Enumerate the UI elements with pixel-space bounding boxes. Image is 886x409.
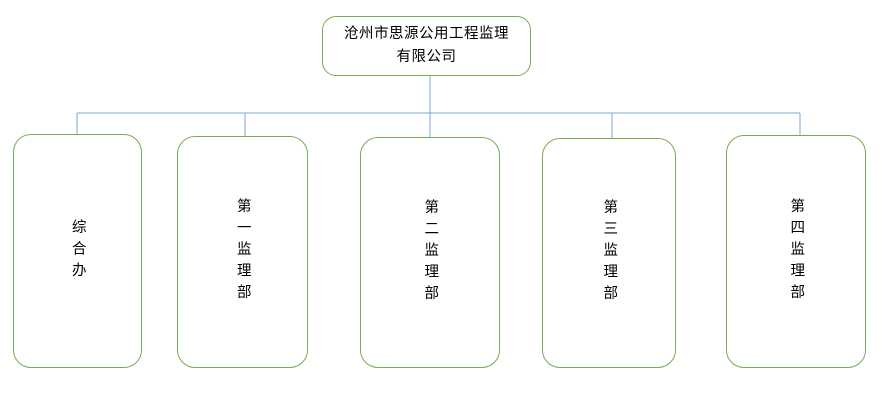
org-node-supervision-dept-2-label: 第二监理部: [422, 198, 439, 307]
org-node-root[interactable]: 沧州市思源公用工程监理 有限公司: [322, 16, 531, 76]
org-node-supervision-dept-2[interactable]: 第二监理部: [360, 137, 500, 368]
org-node-supervision-dept-1[interactable]: 第一监理部: [177, 136, 308, 368]
org-node-comprehensive-office-label: 综合办: [69, 218, 86, 284]
org-node-root-label: 沧州市思源公用工程监理 有限公司: [344, 25, 509, 65]
org-node-supervision-dept-3[interactable]: 第三监理部: [542, 138, 676, 368]
org-node-supervision-dept-3-label: 第三监理部: [601, 199, 618, 307]
org-node-supervision-dept-4[interactable]: 第四监理部: [726, 135, 866, 368]
org-node-supervision-dept-1-label: 第一监理部: [234, 198, 251, 306]
org-node-comprehensive-office[interactable]: 综合办: [13, 134, 142, 368]
org-node-supervision-dept-4-label: 第四监理部: [788, 197, 805, 306]
